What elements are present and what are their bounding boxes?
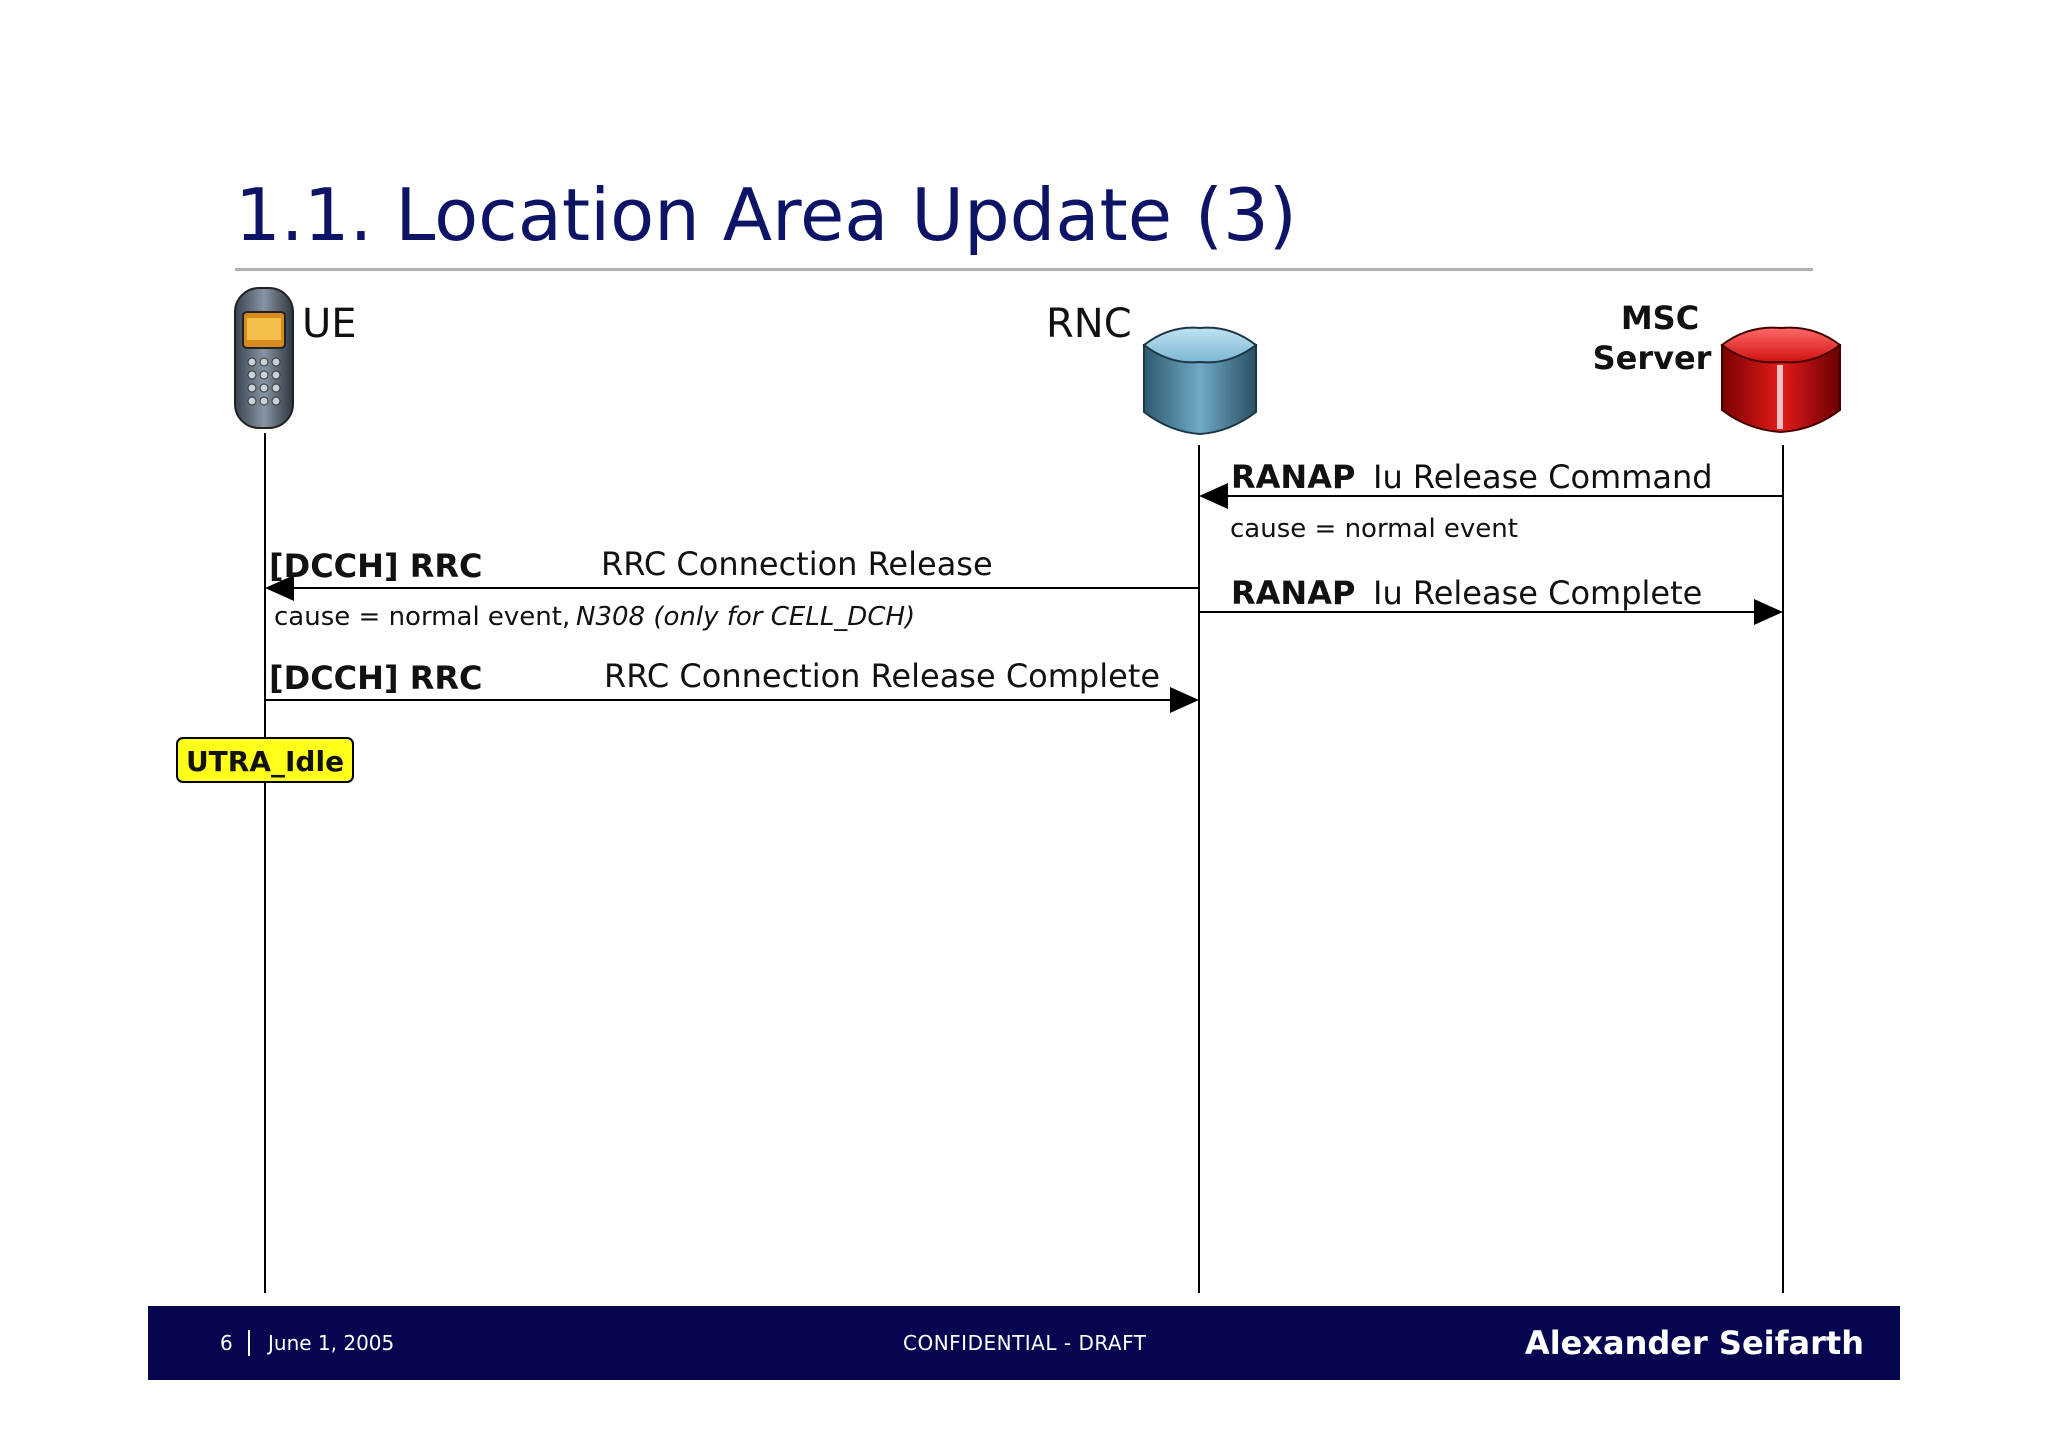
footer-bar: 6 June 1, 2005 CONFIDENTIAL - DRAFT Alex…	[148, 1306, 1900, 1380]
message-name: RRC Connection Release	[601, 545, 993, 583]
footer-separator	[248, 1330, 250, 1356]
message-name: RRC Connection Release Complete	[604, 657, 1160, 695]
message-iu-release-complete: RANAP Iu Release Complete	[1199, 574, 1783, 625]
rnc-label: RNC	[1046, 301, 1132, 347]
page-number: 6	[220, 1331, 233, 1355]
page-title: 1.1. Location Area Update (3)	[235, 173, 1297, 257]
msc-label-line1: MSC	[1621, 299, 1699, 337]
confidential-label: CONFIDENTIAL - DRAFT	[903, 1331, 1147, 1355]
message-note-italic: N308 (only for CELL_DCH)	[576, 602, 915, 632]
message-note: cause = normal event	[1230, 514, 1518, 544]
ue-label: UE	[302, 301, 357, 347]
message-protocol: [DCCH] RRC	[269, 547, 482, 585]
message-protocol: RANAP	[1231, 574, 1355, 612]
message-name: Iu Release Complete	[1373, 574, 1702, 612]
mobile-phone-icon	[234, 287, 294, 429]
message-protocol: RANAP	[1231, 458, 1355, 496]
message-note: cause = normal event,	[274, 602, 570, 632]
message-name: Iu Release Command	[1373, 458, 1713, 496]
arrowhead-right-icon	[1170, 687, 1199, 713]
arrowhead-right-icon	[1754, 599, 1783, 625]
author-name: Alexander Seifarth	[1524, 1324, 1864, 1362]
sequence-diagram: UE RNC MSC Server RANAP Iu Release Comma…	[176, 287, 1842, 1293]
footer-date: June 1, 2005	[268, 1331, 395, 1355]
arrowhead-left-icon	[265, 575, 294, 601]
message-iu-release-command: RANAP Iu Release Command cause = normal …	[1199, 458, 1783, 544]
rnc-node-icon	[1142, 326, 1258, 436]
arrowhead-left-icon	[1199, 483, 1228, 509]
message-protocol: [DCCH] RRC	[269, 659, 482, 697]
msc-label-line2: Server	[1593, 339, 1712, 377]
message-rrc-connection-release: [DCCH] RRC RRC Connection Release cause …	[265, 545, 1199, 632]
title-divider	[235, 268, 1813, 271]
state-badge-label: UTRA_Idle	[186, 745, 344, 778]
state-badge: UTRA_Idle	[176, 737, 354, 783]
msc-server-node-icon	[1720, 326, 1842, 434]
message-rrc-connection-release-complete: [DCCH] RRC RRC Connection Release Comple…	[265, 657, 1199, 713]
